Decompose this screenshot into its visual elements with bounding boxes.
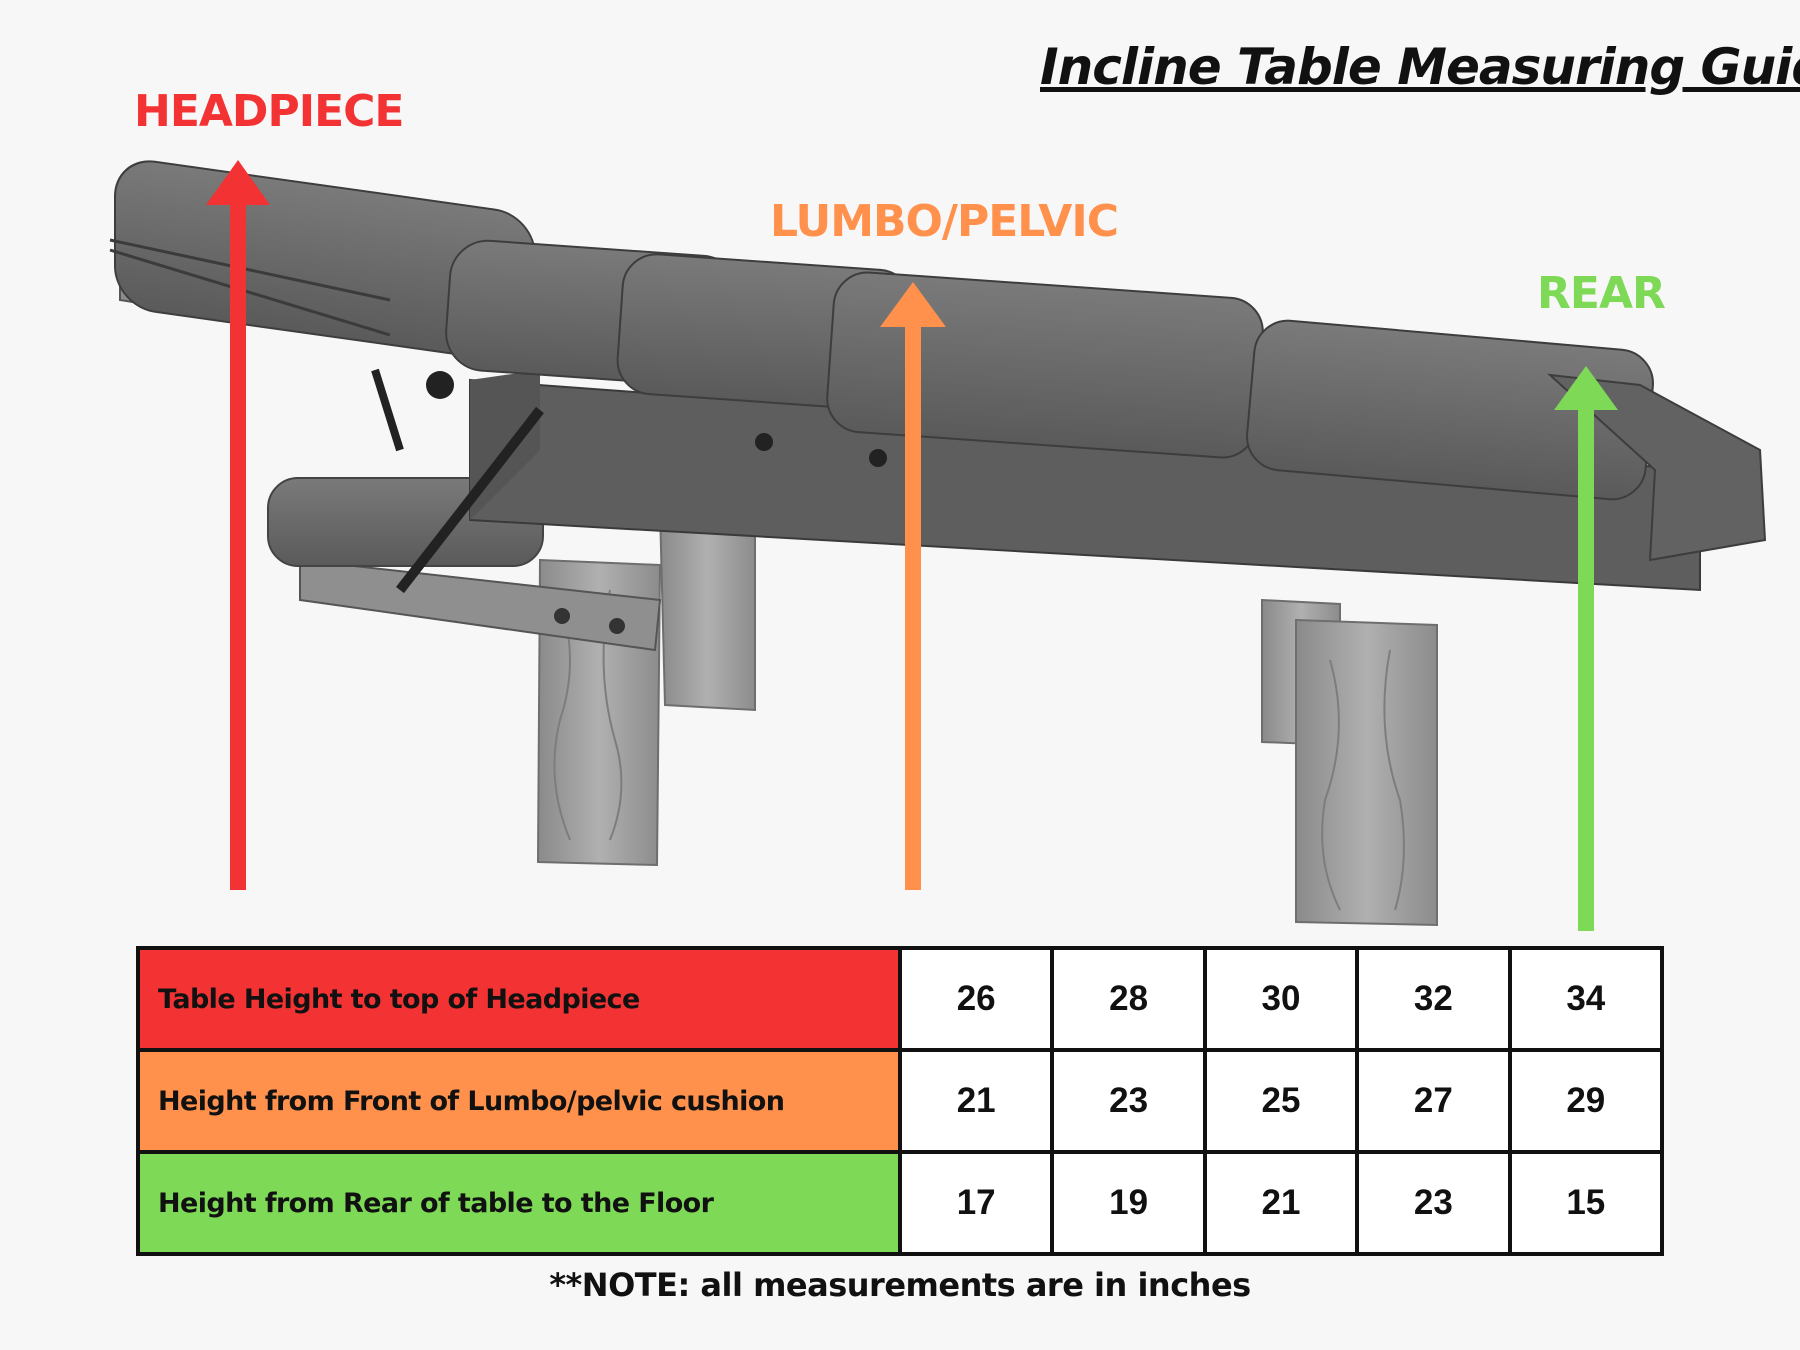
table-cell: 23 <box>1050 1048 1207 1154</box>
headpiece-arrow <box>206 160 270 890</box>
table-cell: 19 <box>1050 1150 1207 1256</box>
rear-arrow <box>1554 366 1618 931</box>
table-cell: 32 <box>1355 946 1512 1052</box>
table-row: Height from Front of Lumbo/pelvic cushio… <box>136 1048 1665 1154</box>
table-body <box>371 368 1701 594</box>
measurement-note: **NOTE: all measurements are in inches <box>549 1266 1251 1304</box>
table-cell: 26 <box>897 946 1055 1052</box>
guide-title: Incline Table Measuring Guide <box>1040 38 1800 96</box>
measurement-table: Table Height to top of Headpiece 26 28 3… <box>136 946 1665 1256</box>
table-cell: 23 <box>1355 1150 1512 1256</box>
table-cell: 34 <box>1507 946 1665 1052</box>
table-legs <box>536 508 1438 927</box>
table-cell: 25 <box>1202 1048 1360 1154</box>
rear-label: REAR <box>1537 268 1666 319</box>
table-cushions <box>109 160 1767 562</box>
lumbo-pelvic-arrow <box>880 282 946 890</box>
table-cell: 28 <box>1050 946 1207 1052</box>
table-cell: 27 <box>1355 1048 1512 1154</box>
table-cell: 17 <box>897 1150 1055 1256</box>
table-row: Table Height to top of Headpiece 26 28 3… <box>136 946 1665 1052</box>
table-cell: 30 <box>1202 946 1360 1052</box>
table-row: Height from Rear of table to the Floor 1… <box>136 1150 1665 1256</box>
table-cell: 29 <box>1507 1048 1665 1154</box>
incline-table-illustration <box>109 160 1767 931</box>
table-cell: 21 <box>897 1048 1055 1154</box>
row-label-headpiece: Table Height to top of Headpiece <box>136 946 902 1052</box>
headpiece-label: HEADPIECE <box>134 86 404 137</box>
row-label-rear: Height from Rear of table to the Floor <box>136 1150 902 1256</box>
lumbo-pelvic-label: LUMBO/PELVIC <box>770 196 1119 247</box>
row-label-lumbo-pelvic: Height from Front of Lumbo/pelvic cushio… <box>136 1048 902 1154</box>
table-cell: 21 <box>1202 1150 1360 1256</box>
table-cell: 15 <box>1507 1150 1665 1256</box>
